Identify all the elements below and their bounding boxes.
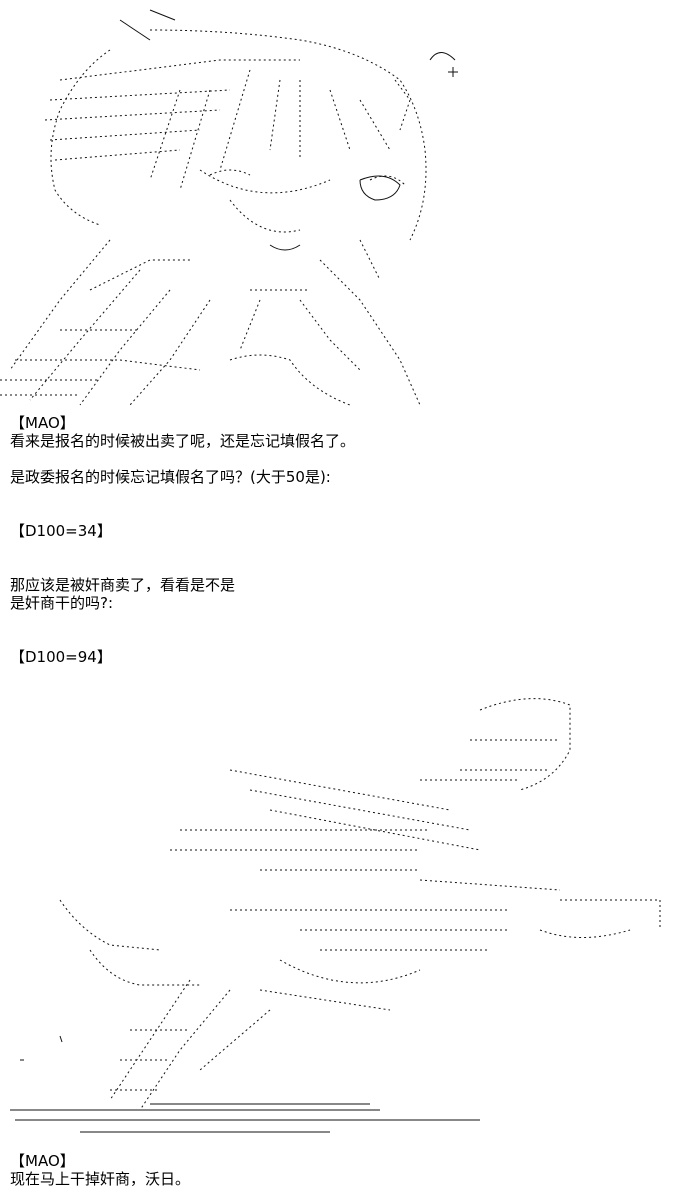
dice-roll: 【D100=94】 xyxy=(10,648,112,666)
narration-line: 是奸商干的吗?: xyxy=(10,594,114,612)
speaker-label: 【MAO】 xyxy=(10,1152,75,1170)
narration-line: 那应该是被奸商卖了，看看是不是 xyxy=(10,576,236,594)
ascii-art-character-drawing xyxy=(0,9,458,406)
dice-roll: 【D100=34】 xyxy=(10,522,112,540)
question-line: 是政委报名的时候忘记填假名了吗？(大于50是): xyxy=(10,468,331,486)
dialogue-line: 看来是报名的时候被出卖了呢，还是忘记填假名了。 xyxy=(10,432,356,450)
ascii-art-character xyxy=(0,0,679,415)
ascii-art-attack xyxy=(0,680,679,1155)
ascii-art-attack-drawing xyxy=(10,698,661,1133)
speaker-label: 【MAO】 xyxy=(10,414,75,432)
dialogue-line: 现在马上干掉奸商，沃日。 xyxy=(10,1170,191,1188)
